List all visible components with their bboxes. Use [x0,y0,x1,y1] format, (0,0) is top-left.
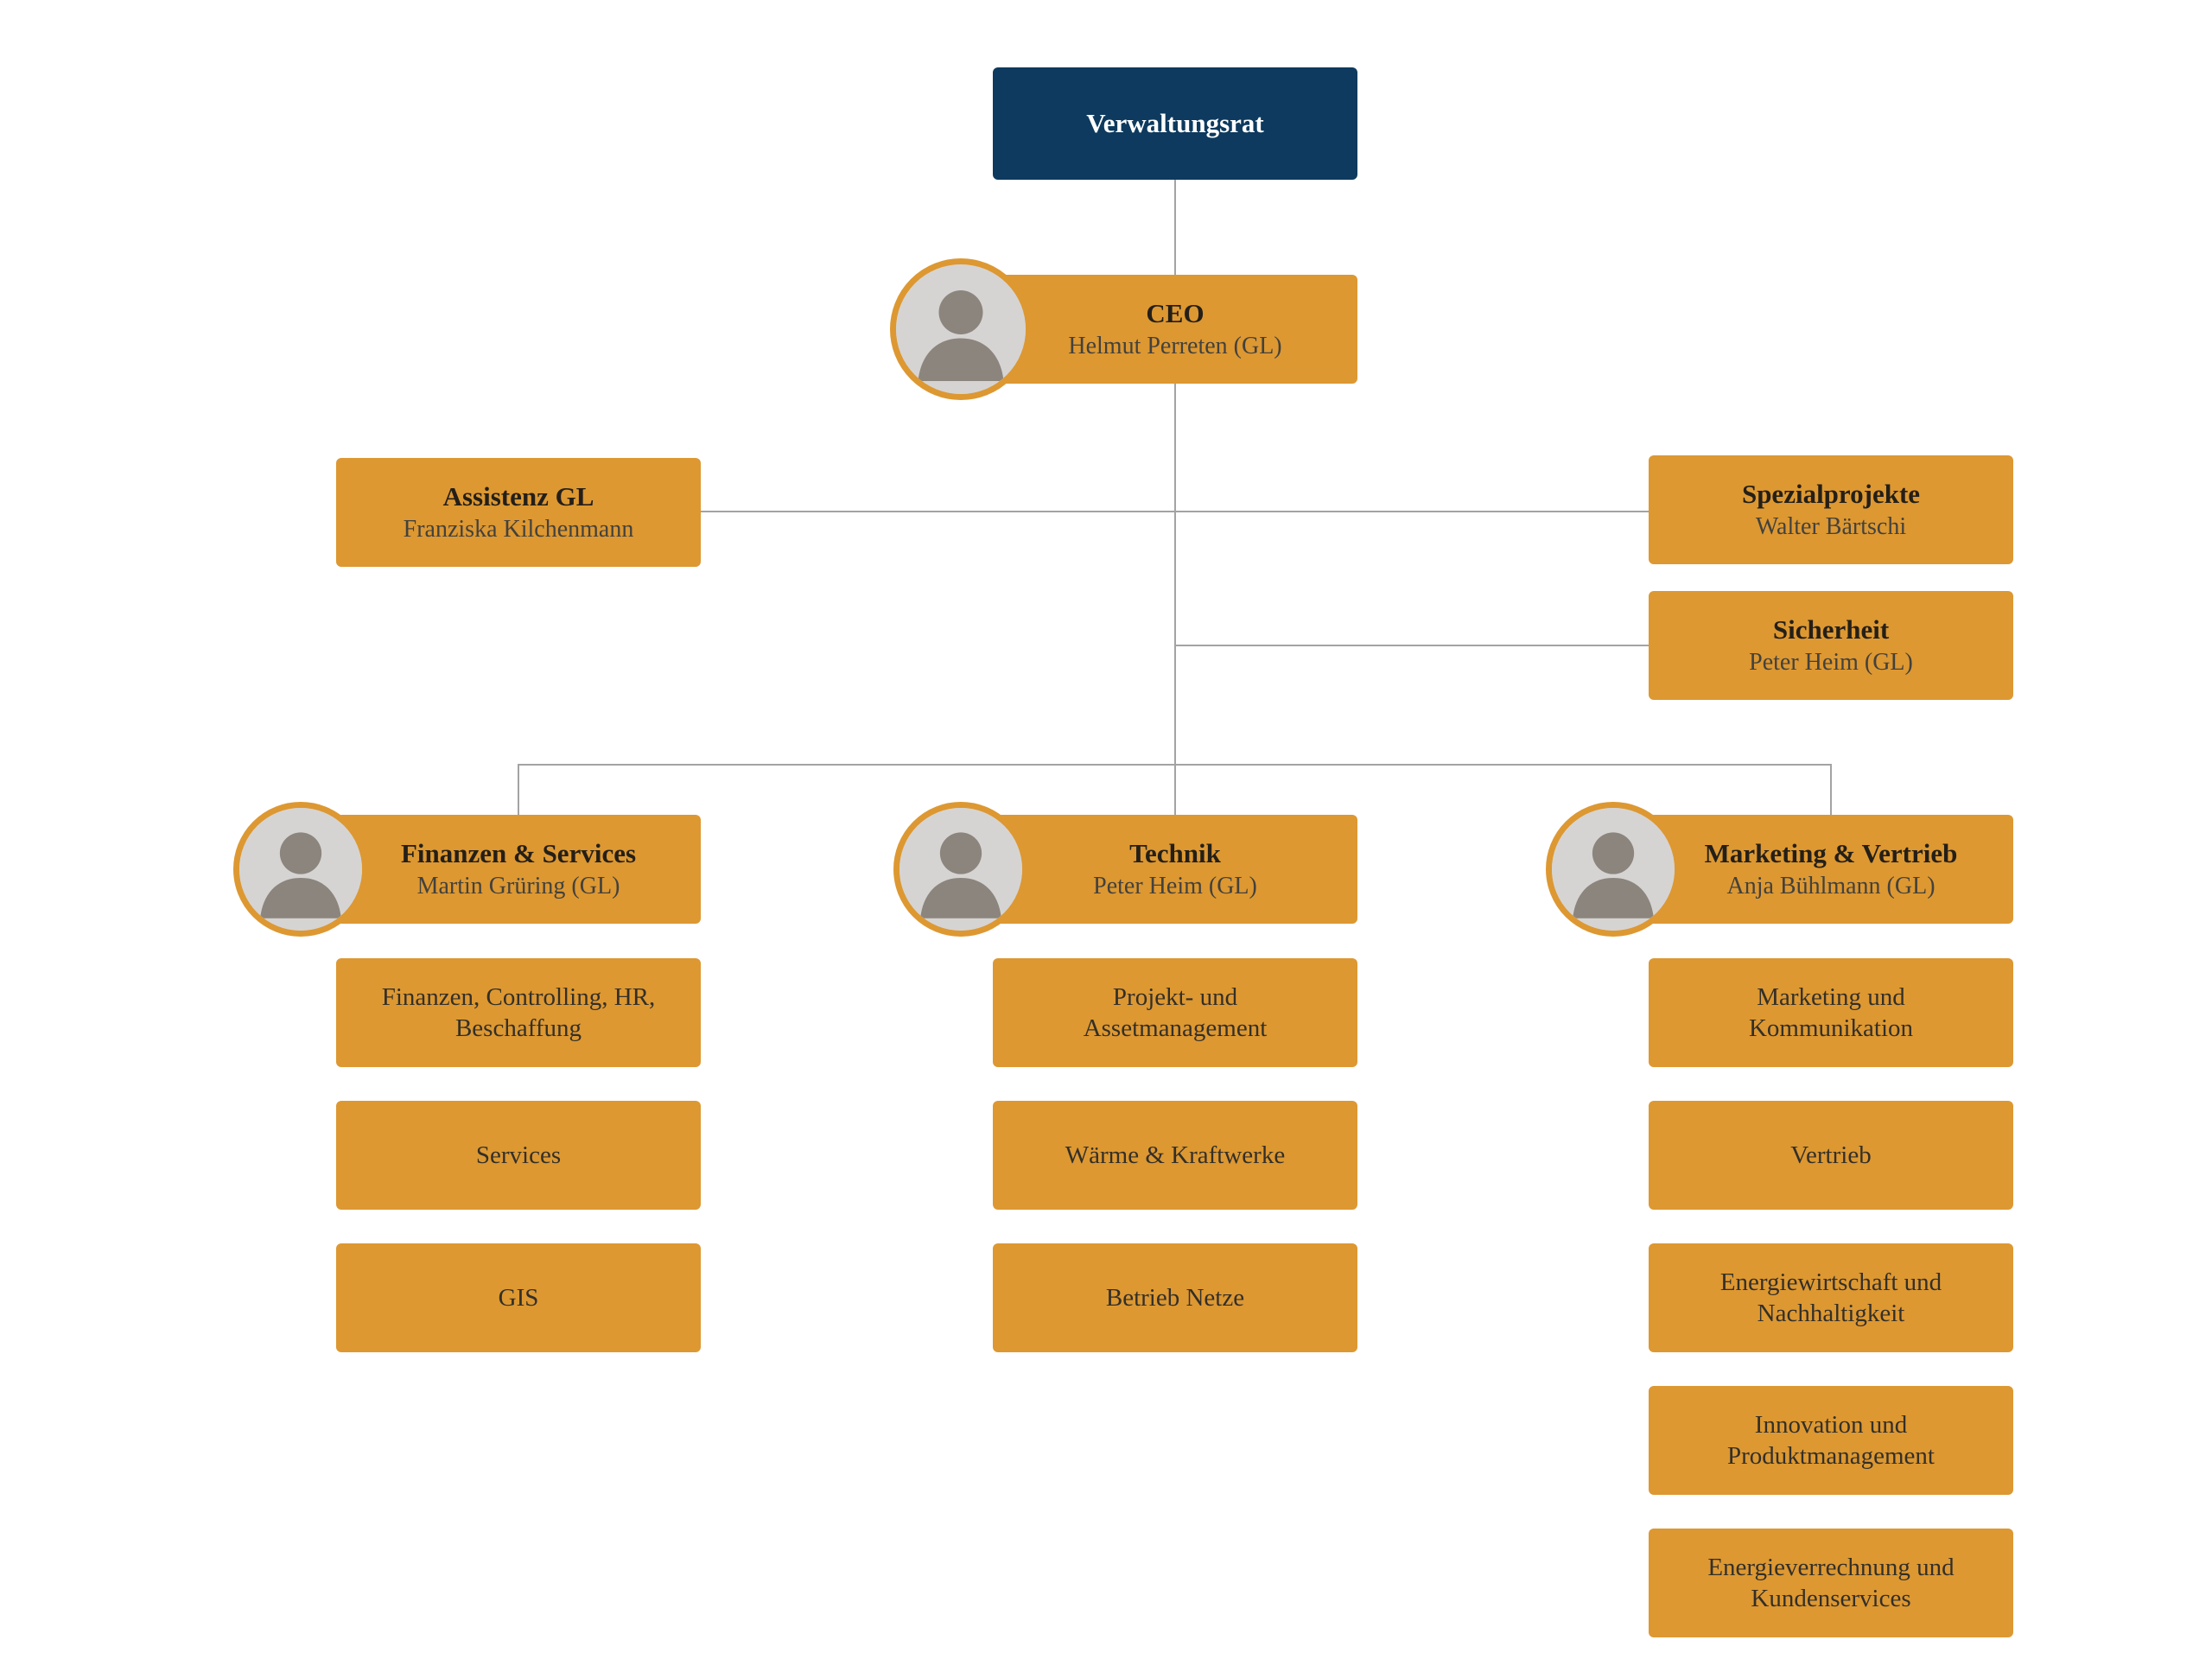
dept-name: Peter Heim (GL) [1093,872,1257,899]
technik-avatar [893,802,1028,937]
person-portrait-icon [239,808,362,931]
ceo-node: CEO Helmut Perreten (GL) [993,275,1357,384]
person-portrait-icon [896,264,1026,394]
board-label: Verwaltungsrat [1086,108,1264,138]
unit-label: Wärme & Kraftwerke [1065,1141,1286,1169]
connector-drop-marketing [1830,764,1832,815]
ceo-avatar [890,258,1032,400]
unit-label: Innovation und Produktmanagement [1726,1410,1935,1470]
unit-label: Betrieb Netze [1105,1283,1245,1312]
connector-ceo-trunk [1174,384,1176,815]
connector-assistenz-spezialprojekte [701,511,1649,512]
marketing-avatar [1546,802,1681,937]
spezialprojekte-node: Spezialprojekte Walter Bärtschi [1649,455,2013,564]
unit-node: Projekt- und Assetmanagement [993,958,1357,1067]
node-name: Franziska Kilchenmann [403,515,634,543]
unit-label: Vertrieb [1790,1141,1872,1169]
connector-sicherheit [1174,645,1649,646]
finanzen-avatar [233,802,368,937]
unit-label: Energiewirtschaft und Nachhaltigkeit [1719,1268,1942,1327]
unit-node: Vertrieb [1649,1101,2013,1210]
connector-drop-finanzen [518,764,519,815]
unit-node: Betrieb Netze [993,1243,1357,1352]
unit-label: Services [475,1141,562,1169]
dept-name: Anja Bühlmann (GL) [1726,872,1936,899]
node-title: Spezialprojekte [1741,479,1921,510]
dept-name: Martin Grüring (GL) [416,872,620,899]
board-node: Verwaltungsrat [993,67,1357,180]
dept-finanzen-services-node: Finanzen & Services Martin Grüring (GL) [336,815,701,924]
unit-node: Energiewirtschaft und Nachhaltigkeit [1649,1243,2013,1352]
unit-label: Finanzen, Controlling, HR, Beschaffung [381,982,656,1042]
ceo-title: CEO [1146,298,1205,329]
assistenz-gl-node: Assistenz GL Franziska Kilchenmann [336,458,701,567]
unit-node: GIS [336,1243,701,1352]
node-name: Peter Heim (GL) [1749,648,1913,676]
unit-node: Energieverrechnung und Kundenservices [1649,1529,2013,1637]
ceo-name: Helmut Perreten (GL) [1068,332,1282,359]
unit-node: Finanzen, Controlling, HR, Beschaffung [336,958,701,1067]
dept-technik-node: Technik Peter Heim (GL) [993,815,1357,924]
connector-board-to-ceo [1174,180,1176,275]
node-title: Sicherheit [1772,614,1890,645]
person-portrait-icon [1552,808,1675,931]
unit-node: Innovation und Produktmanagement [1649,1386,2013,1495]
dept-title: Technik [1129,838,1221,869]
person-portrait-icon [899,808,1022,931]
connector-departments-horizontal [518,764,1831,766]
unit-label: Energieverrechnung und Kundenservices [1707,1553,1955,1612]
unit-node: Marketing und Kommunikation [1649,958,2013,1067]
sicherheit-node: Sicherheit Peter Heim (GL) [1649,591,2013,700]
unit-label: Marketing und Kommunikation [1748,982,1914,1042]
unit-label: Projekt- und Assetmanagement [1083,982,1268,1042]
node-title: Assistenz GL [442,481,594,512]
unit-node: Services [336,1101,701,1210]
dept-title: Finanzen & Services [400,838,637,869]
dept-marketing-vertrieb-node: Marketing & Vertrieb Anja Bühlmann (GL) [1649,815,2013,924]
dept-title: Marketing & Vertrieb [1704,838,1958,869]
unit-label: GIS [498,1283,539,1312]
unit-node: Wärme & Kraftwerke [993,1101,1357,1210]
node-name: Walter Bärtschi [1755,512,1907,540]
